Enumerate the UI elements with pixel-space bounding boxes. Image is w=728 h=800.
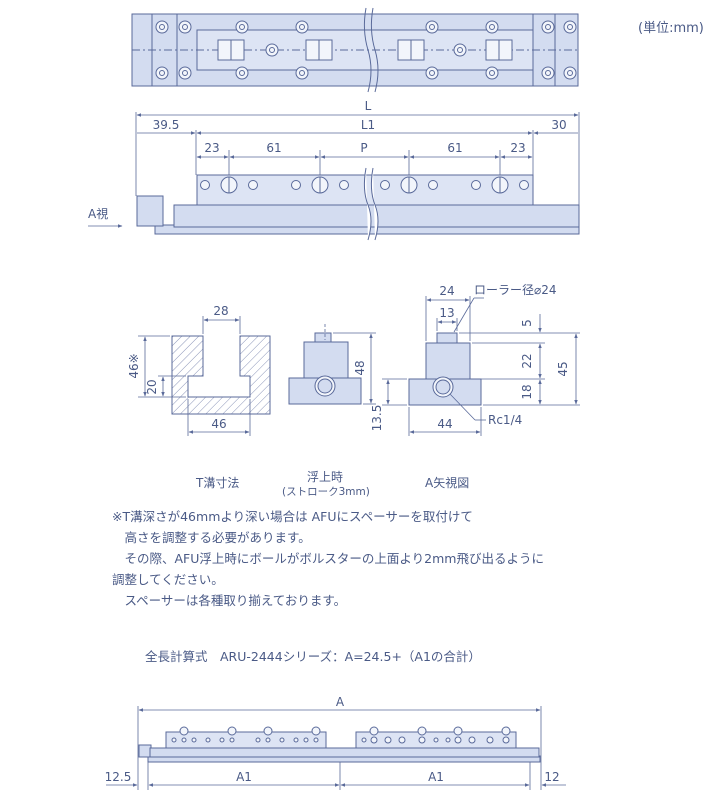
dim-bottom-right: 12 <box>544 770 559 784</box>
dim-a-5: 5 <box>520 319 534 327</box>
dim-t-width-bottom: 46 <box>211 417 226 431</box>
dim-a-45: 45 <box>556 361 570 376</box>
side-view: L L1 39.5 30 23 61 P 61 23 A視 <box>88 99 580 241</box>
a-view-upper-block <box>425 342 471 380</box>
roller-diameter-label: ローラー径⌀24 <box>474 283 557 297</box>
note-line: 調整してください。 <box>112 572 224 587</box>
dim-t-depth: 46※ <box>127 353 141 378</box>
dim-a-22: 22 <box>520 353 534 368</box>
top-view-bolts <box>155 20 577 80</box>
dim-L1: L1 <box>361 118 375 132</box>
top-view-windows <box>217 39 513 61</box>
dim-t-width-top: 28 <box>213 304 228 318</box>
dim-61-left: 61 <box>266 141 281 155</box>
dim-P: P <box>360 141 367 155</box>
dim-right-end: 30 <box>551 118 566 132</box>
note-line: その際、AFU浮上時にボールがボルスターの上面より2mm飛び出るように <box>112 551 544 566</box>
dim-23-left: 23 <box>204 141 219 155</box>
dim-a-18: 18 <box>520 384 534 399</box>
note-line: 高さを調整する必要があります。 <box>112 530 311 545</box>
float-section: 48 <box>288 324 376 405</box>
note-line: ※T溝深さが46mmより深い場合は AFUにスペーサーを取付けて <box>112 509 473 524</box>
dim-float-height: 48 <box>353 360 367 375</box>
dim-A1-left: A1 <box>236 770 252 784</box>
float-caption-sub: (ストローク3mm) <box>282 486 370 498</box>
t-groove-section: 28 46※ 20 46 <box>127 304 271 436</box>
t-groove-caption: T溝寸法 <box>196 476 240 490</box>
dim-t-inner: 20 <box>145 379 159 394</box>
top-view-break <box>363 7 379 93</box>
dim-left-end: 39.5 <box>153 118 180 132</box>
t-groove-hatch <box>171 335 271 415</box>
dim-a-44: 44 <box>437 417 452 431</box>
dim-A1-right: A1 <box>428 770 444 784</box>
dim-A: A <box>336 695 345 709</box>
dim-a-24: 24 <box>439 284 454 298</box>
dim-a-13: 13 <box>439 306 454 320</box>
dim-a-13-5: 13.5 <box>370 405 384 432</box>
float-upper-block <box>303 341 349 379</box>
side-view-end-block <box>136 195 164 227</box>
rc-thread-label: Rc1/4 <box>488 413 522 427</box>
bottom-view-holes <box>171 726 511 744</box>
notes-block: ※T溝深さが46mmより深い場合は AFUにスペーサーを取付けて 高さを調整する… <box>112 506 544 611</box>
a-view-caption: A矢視図 <box>425 476 470 490</box>
note-line: スペーサーは各種取り揃えております。 <box>112 593 347 608</box>
top-view <box>131 7 579 93</box>
side-view-rollers <box>200 176 529 194</box>
a-view-section: 24 13 ローラー径⌀24 5 22 18 45 13.5 44 Rc1/4 <box>370 283 580 436</box>
bottom-unit-1 <box>165 731 327 749</box>
unit-note: (単位:mm) <box>638 21 704 36</box>
dim-L: L <box>365 99 372 113</box>
a-view-label: A視 <box>88 206 108 221</box>
dim-23-right: 23 <box>510 141 525 155</box>
length-formula: 全長計算式 ARU-2444シリーズ：A=24.5+（A1の合計） <box>145 649 481 664</box>
dim-bottom-left: 12.5 <box>105 770 132 784</box>
bottom-view-rail <box>149 747 540 758</box>
bottom-view: A A1 A1 12.5 12 <box>105 695 566 790</box>
dim-61-right: 61 <box>447 141 462 155</box>
float-caption: 浮上時 <box>307 470 344 484</box>
